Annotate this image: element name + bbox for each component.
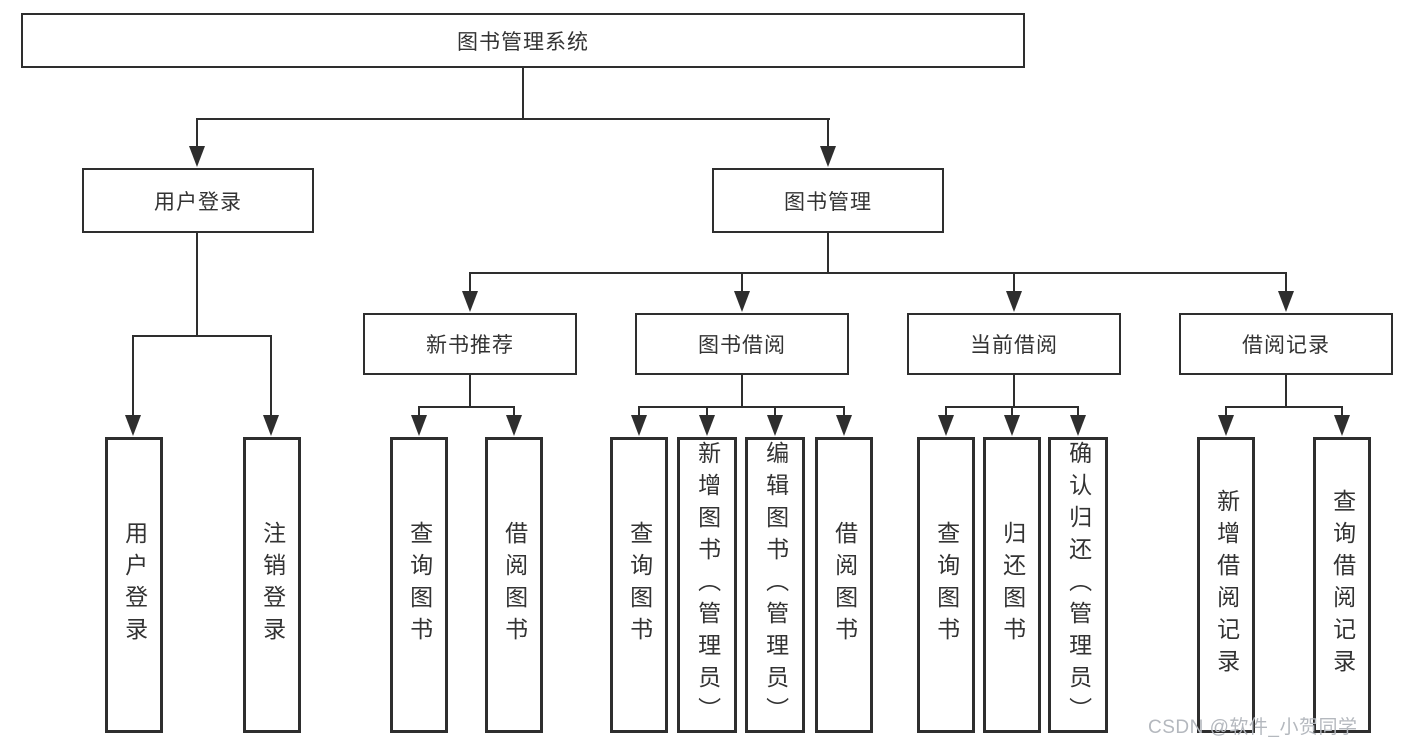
arrowhead-down-icon <box>734 291 750 312</box>
leaf-query-books-recommend: 查询图书 <box>390 437 448 733</box>
tree-connector <box>827 118 829 147</box>
tree-connector <box>418 406 420 416</box>
leaf-query-borrow-record: 查询借阅记录 <box>1313 437 1371 733</box>
leaf-add-borrow-record: 新增借阅记录 <box>1197 437 1255 733</box>
tree-connector <box>1285 375 1287 408</box>
arrowhead-down-icon <box>631 415 647 436</box>
tree-connector <box>270 335 272 416</box>
tree-connector <box>843 406 845 416</box>
leaf-label: 查询图书 <box>626 521 653 649</box>
tree-connector <box>132 335 272 337</box>
leaf-borrow-books-recommend: 借阅图书 <box>485 437 543 733</box>
leaf-label: 借阅图书 <box>501 521 528 649</box>
tree-connector <box>132 335 134 416</box>
leaf-label: 新增借阅记录 <box>1213 489 1240 681</box>
node-label: 图书借阅 <box>698 334 786 357</box>
arrowhead-down-icon <box>263 415 279 436</box>
leaf-query-books-current: 查询图书 <box>917 437 975 733</box>
node-new-book-recommendation: 新书推荐 <box>363 313 577 375</box>
node-label: 图书管理 <box>784 190 872 214</box>
tree-connector <box>1077 406 1079 416</box>
tree-connector <box>469 272 471 292</box>
arrowhead-down-icon <box>1006 291 1022 312</box>
tree-connector <box>196 233 198 337</box>
leaf-label: 编辑图书（管理员） <box>762 441 789 729</box>
arrowhead-down-icon <box>1334 415 1350 436</box>
node-book-management: 图书管理 <box>712 168 944 233</box>
tree-connector <box>469 272 1287 274</box>
tree-connector <box>1285 272 1287 292</box>
arrowhead-down-icon <box>1070 415 1086 436</box>
tree-connector <box>706 406 708 416</box>
leaf-return-books: 归还图书 <box>983 437 1041 733</box>
leaf-edit-books-admin: 编辑图书（管理员） <box>745 437 805 733</box>
tree-connector <box>741 375 743 408</box>
node-book-borrowing: 图书借阅 <box>635 313 849 375</box>
leaf-logout: 注销登录 <box>243 437 301 733</box>
tree-connector <box>638 406 845 408</box>
leaf-label: 确认归还（管理员） <box>1065 441 1092 729</box>
tree-connector <box>741 272 743 292</box>
tree-connector <box>418 406 515 408</box>
tree-connector <box>522 68 524 119</box>
node-borrowing-records: 借阅记录 <box>1179 313 1393 375</box>
leaf-borrow-books: 借阅图书 <box>815 437 873 733</box>
tree-connector <box>827 233 829 274</box>
tree-connector <box>513 406 515 416</box>
tree-connector <box>197 118 830 120</box>
node-label: 新书推荐 <box>426 334 514 357</box>
node-label: 用户登录 <box>154 190 242 214</box>
arrowhead-down-icon <box>1004 415 1020 436</box>
node-current-borrowing: 当前借阅 <box>907 313 1121 375</box>
leaf-label: 用户登录 <box>121 521 148 649</box>
leaf-user-login: 用户登录 <box>105 437 163 733</box>
leaf-label: 查询借阅记录 <box>1329 489 1356 681</box>
leaf-label: 查询图书 <box>406 521 433 649</box>
tree-connector <box>1225 406 1343 408</box>
node-label: 借阅记录 <box>1242 334 1330 357</box>
leaf-confirm-return-admin: 确认归还（管理员） <box>1048 437 1108 733</box>
arrowhead-down-icon <box>411 415 427 436</box>
arrowhead-down-icon <box>820 146 836 167</box>
tree-connector <box>196 118 198 147</box>
tree-connector <box>945 406 947 416</box>
arrowhead-down-icon <box>462 291 478 312</box>
arrowhead-down-icon <box>506 415 522 436</box>
node-library-management-system: 图书管理系统 <box>21 13 1025 68</box>
leaf-label: 归还图书 <box>999 521 1026 649</box>
node-label: 当前借阅 <box>970 334 1058 357</box>
arrowhead-down-icon <box>1278 291 1294 312</box>
arrowhead-down-icon <box>1218 415 1234 436</box>
tree-connector <box>774 406 776 416</box>
tree-connector <box>638 406 640 416</box>
tree-connector <box>1011 406 1013 416</box>
arrowhead-down-icon <box>767 415 783 436</box>
leaf-label: 注销登录 <box>259 521 286 649</box>
csdn-watermark: CSDN @软件_小贺同学 <box>1148 717 1358 738</box>
arrowhead-down-icon <box>938 415 954 436</box>
tree-connector <box>469 375 471 408</box>
arrowhead-down-icon <box>699 415 715 436</box>
tree-connector <box>1013 375 1015 408</box>
leaf-label: 借阅图书 <box>831 521 858 649</box>
leaf-query-books-borrow: 查询图书 <box>610 437 668 733</box>
arrowhead-down-icon <box>836 415 852 436</box>
arrowhead-down-icon <box>125 415 141 436</box>
leaf-label: 查询图书 <box>933 521 960 649</box>
tree-connector <box>1341 406 1343 416</box>
leaf-add-books-admin: 新增图书（管理员） <box>677 437 737 733</box>
tree-connector <box>1225 406 1227 416</box>
leaf-label: 新增图书（管理员） <box>694 441 721 729</box>
arrowhead-down-icon <box>189 146 205 167</box>
tree-connector <box>1013 272 1015 292</box>
node-label: 图书管理系统 <box>457 30 589 54</box>
node-user-login: 用户登录 <box>82 168 314 233</box>
